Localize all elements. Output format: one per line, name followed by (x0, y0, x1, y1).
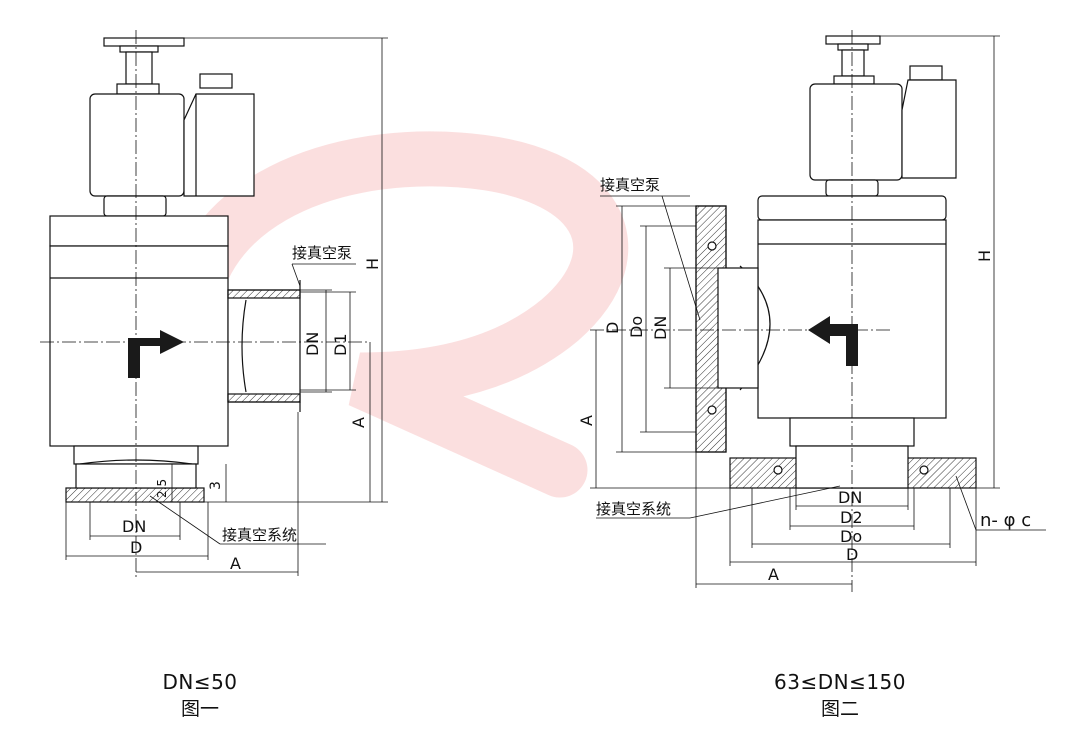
figure-1-caption: DN≤50 图一 (140, 670, 260, 721)
label-D2-bottom-2: D2 (840, 508, 863, 527)
label-2-5: 2.5 (155, 479, 169, 498)
valve-body-2 (739, 195, 947, 419)
figure-1 (40, 30, 388, 580)
label-H-2: H (975, 250, 994, 262)
label-D-left-2: D (603, 322, 622, 334)
hex-nut (103, 195, 167, 217)
bottom-flange (65, 445, 205, 503)
label-D1-1: D1 (331, 334, 350, 357)
bottom-flange-2 (729, 417, 977, 489)
label-D-bottom-1: D (130, 538, 142, 557)
label-pump-2: 接真空泵 (600, 176, 660, 194)
figure-2-labels: 接真空泵 H D Do DN A 接真空系统 DN D2 Do D A n- φ… (577, 176, 1031, 584)
connector-box (183, 73, 255, 197)
label-DN-bottom-2: DN (838, 488, 862, 507)
figure-1-caption-title: DN≤50 (162, 670, 238, 694)
solenoid-coil-2 (809, 83, 903, 181)
label-Do-left-2: Do (627, 316, 646, 338)
side-flange-2 (695, 205, 759, 453)
figure-2-caption: 63≤DN≤150 图二 (740, 670, 940, 721)
figure-1-caption-sub: 图一 (180, 698, 219, 720)
figure-2-caption-title: 63≤DN≤150 (774, 670, 906, 694)
label-A-bottom-2: A (768, 565, 779, 584)
label-DN-right-1: DN (303, 332, 322, 356)
label-DN-bottom-1: DN (122, 517, 146, 536)
figure-2-caption-sub: 图二 (820, 698, 859, 720)
flow-arrow-2 (808, 316, 858, 366)
label-DN-left-2: DN (651, 316, 670, 340)
valve-body (49, 215, 229, 447)
manual-knob (103, 37, 185, 95)
label-system-2: 接真空系统 (596, 500, 671, 518)
label-D-bottom-2: D (846, 545, 858, 564)
label-H-1: H (363, 258, 382, 270)
connector-box-2 (901, 65, 957, 179)
label-A-bottom-1: A (230, 554, 241, 573)
label-bolts-2: n- φ c (980, 510, 1031, 531)
figure-2 (590, 30, 1046, 592)
label-A-right-1: A (349, 417, 368, 428)
label-A-left-2: A (577, 415, 596, 426)
label-Do-bottom-2: Do (840, 527, 862, 546)
label-pump-1: 接真空泵 (292, 244, 352, 262)
figure-1-labels: 接真空泵 H DN D1 A 2.5 3 DN D A 接真空系统 (122, 244, 382, 573)
solenoid-coil (89, 93, 185, 197)
watermark-logo (162, 131, 629, 498)
flow-arrow (128, 330, 184, 378)
label-3: 3 (208, 481, 224, 490)
side-port (227, 280, 301, 412)
manual-knob-2 (825, 35, 881, 85)
label-system-1: 接真空系统 (222, 526, 297, 544)
